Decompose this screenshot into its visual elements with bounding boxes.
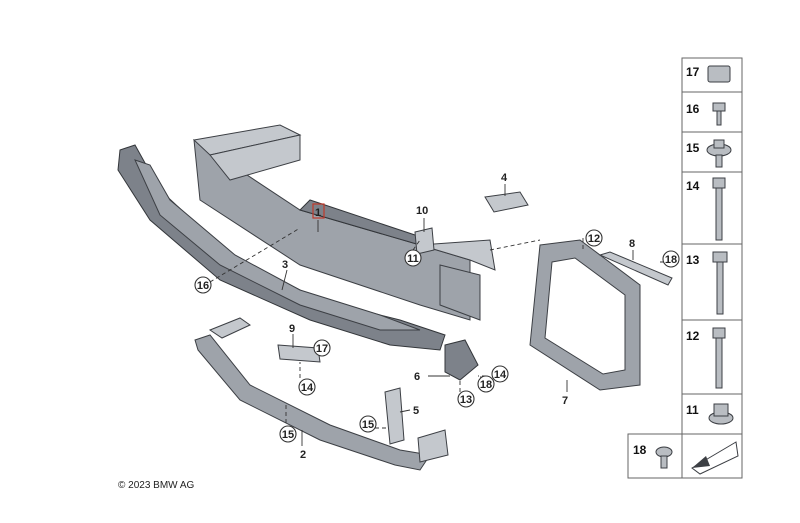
callout-13: 13 [460,394,472,406]
callout-2: 2 [300,449,306,461]
circled-callouts: 11 12 13 14 14 15 15 16 17 18 18 [194,229,680,443]
callout-11: 11 [407,253,419,265]
callout-18: 18 [480,379,492,391]
radiator-frame-part [529,239,641,391]
small-screw-icon [712,102,726,126]
legend-17: 17 [686,65,700,79]
flange-nut-icon [708,403,734,425]
callout-16: 16 [197,280,209,292]
lower-bracket-part [384,387,405,445]
side-bracket-part [414,227,435,255]
callout-17: 17 [316,343,328,355]
callout-8: 8 [629,238,635,250]
legend-14: 14 [686,179,700,193]
callout-7: 7 [562,395,568,407]
callout-10: 10 [416,205,428,217]
plate-part [277,344,321,363]
copyright-text: © 2023 BMW AG [118,480,195,491]
callout-9: 9 [289,323,295,335]
legend-11: 11 [686,403,699,417]
energy-absorber-part [117,144,446,351]
callout-12: 12 [588,233,600,245]
legend-18: 18 [633,443,647,457]
legend-15: 15 [686,141,700,155]
callout-15b: 15 [362,419,374,431]
callout-14b: 14 [301,382,314,394]
leader-lines [209,184,672,446]
arrow-icon [691,441,739,475]
strip-part [598,251,673,286]
clip-nut-icon [707,65,731,83]
callout-5: 5 [413,405,419,417]
callout-1-box [312,203,325,219]
callouts: 1 2 3 4 5 6 7 8 9 10 [282,172,635,461]
legend-16: 16 [686,102,700,116]
callout-15a: 15 [282,429,294,441]
small-bracket-part [484,191,529,213]
mount-bracket-part [444,339,479,381]
callout-3: 3 [282,259,288,271]
lower-bar-part [194,317,449,471]
rivet-screw-icon [655,446,673,469]
callout-4: 4 [501,172,508,184]
fastener-legend: 17 16 15 14 13 12 [627,57,743,479]
legend-12: 12 [686,329,700,343]
hex-bolt-icon [712,251,728,315]
callout-1: 1 [315,207,321,219]
bolt-icon [712,327,726,389]
callout-18b: 18 [665,254,677,266]
bumper-carrier-part [192,124,496,321]
callout-6: 6 [414,371,420,383]
legend-13: 13 [686,253,700,267]
long-bolt-icon [712,177,726,241]
collar-screw-icon [706,139,732,168]
callout-14a: 14 [494,369,507,381]
